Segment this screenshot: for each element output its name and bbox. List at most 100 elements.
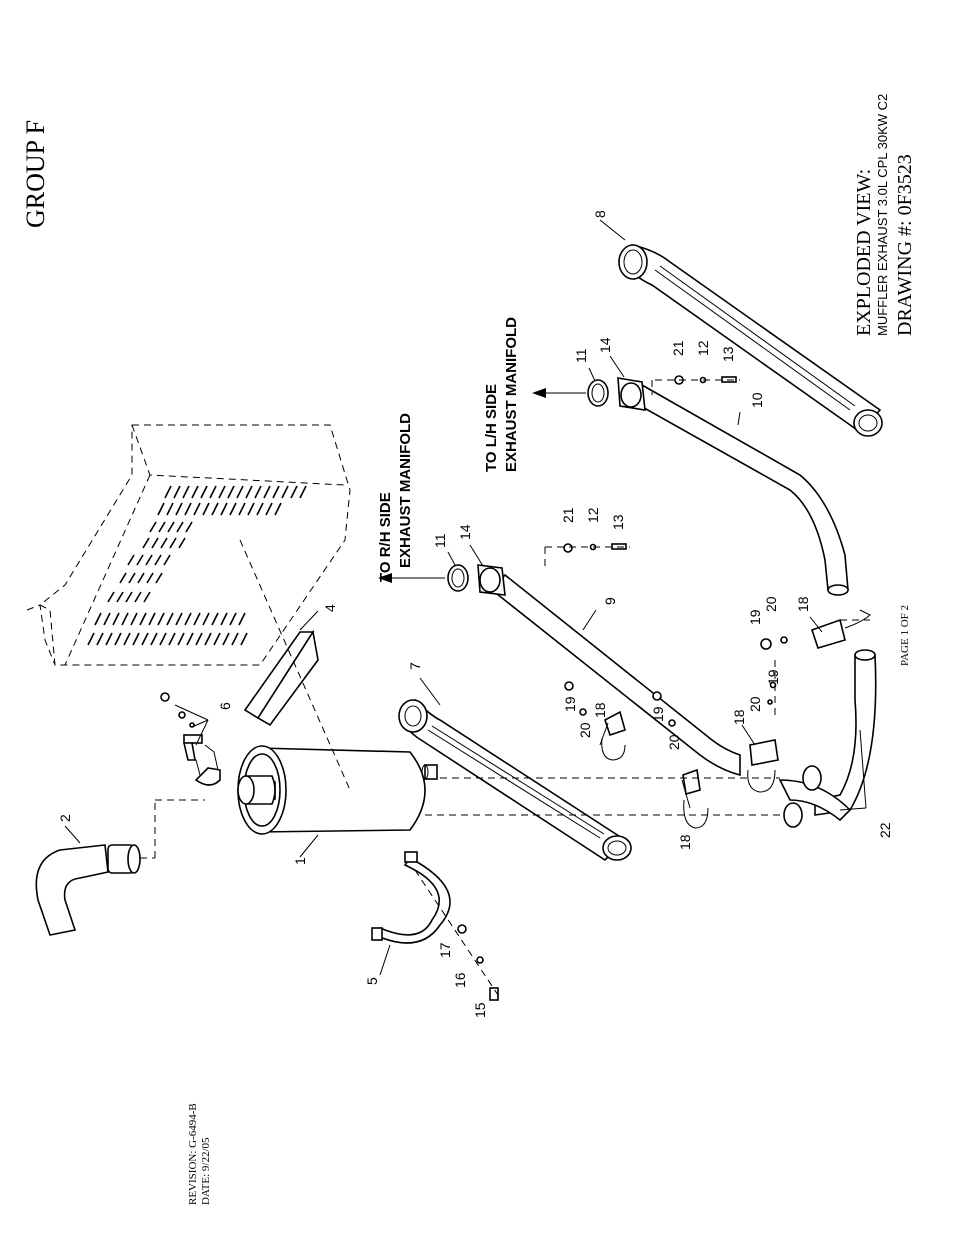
- louver-slot: [211, 612, 219, 626]
- louver-slot: [177, 632, 185, 646]
- louver-slot: [154, 554, 162, 566]
- louver-slot: [281, 485, 289, 499]
- louver-slot: [164, 485, 172, 499]
- louver-slot: [132, 632, 140, 646]
- part-number: 11: [573, 348, 589, 363]
- louver-slot: [173, 485, 181, 499]
- title-block: EXPLODED VIEW: MUFFLER EXHAUST 3.0L CPL …: [853, 94, 916, 336]
- gasket-rh: [447, 564, 469, 592]
- exhaust-pipe-8: [618, 244, 883, 437]
- louver-slot: [103, 612, 111, 626]
- louver-slot: [202, 502, 210, 516]
- part-number: 9: [602, 597, 618, 605]
- louver-slot: [166, 612, 174, 626]
- louver-slot: [128, 572, 136, 584]
- louver-slot: [220, 612, 228, 626]
- manifold-callouts: TO R/H SIDE EXHAUST MANIFOLD TO L/H SIDE…: [377, 317, 520, 582]
- part-number: 20: [666, 734, 682, 750]
- louver-slot: [137, 572, 145, 584]
- part-number: 1: [292, 857, 308, 865]
- louver-slot: [168, 632, 176, 646]
- louver-slot: [290, 485, 298, 499]
- louver-slot: [157, 502, 165, 516]
- louver-slot: [247, 502, 255, 516]
- louver-slot: [157, 612, 165, 626]
- louver-slot: [127, 554, 135, 566]
- clamp-18-top: [810, 609, 871, 649]
- revision: REVISION: G-6494-B: [187, 1103, 199, 1205]
- louver-slot: [265, 502, 273, 516]
- part-number: 20: [763, 596, 779, 612]
- group-title: GROUP F: [21, 120, 50, 228]
- part-number: 21: [670, 340, 686, 356]
- louver-slot: [87, 632, 95, 646]
- louver-slot: [167, 521, 175, 533]
- louver-slot: [229, 612, 237, 626]
- part-number: 18: [592, 702, 608, 718]
- part-number: 18: [731, 709, 747, 725]
- title-block-subtitle: MUFFLER EXHAUST 3.0L CPL 30KW C2: [875, 94, 890, 336]
- louver-slot: [229, 502, 237, 516]
- part-number: 16: [452, 972, 468, 988]
- louver-slot: [182, 485, 190, 499]
- louver-slot: [231, 632, 239, 646]
- part-number: 20: [577, 722, 593, 738]
- louver-slot: [175, 612, 183, 626]
- clamp-18-right: [747, 739, 779, 793]
- louver-slot: [227, 485, 235, 499]
- part-number: 19: [562, 696, 578, 712]
- drawing-number: DRAWING #: 0F3523: [894, 154, 916, 336]
- lh-callout-line1: TO L/H SIDE: [483, 384, 500, 472]
- louver-slot: [125, 591, 133, 603]
- exhaust-pipe-10: [617, 377, 849, 596]
- louver-slot: [193, 612, 201, 626]
- louver-slot: [158, 521, 166, 533]
- clamp-18-mid: [601, 710, 626, 761]
- louver-slot: [178, 537, 186, 549]
- tail-pipe: [35, 844, 141, 936]
- part-number: 4: [322, 604, 338, 612]
- louver-slot: [163, 554, 171, 566]
- exhaust-pipe-9: [477, 564, 741, 777]
- part-number: 18: [795, 596, 811, 612]
- louver-slot: [169, 537, 177, 549]
- louver-slot: [202, 612, 210, 626]
- rh-manifold-arrow: [378, 573, 445, 583]
- louver-slot: [151, 537, 159, 549]
- louver-slot: [141, 632, 149, 646]
- lh-callout-line2: EXHAUST MANIFOLD: [503, 317, 520, 472]
- louver-slot: [222, 632, 230, 646]
- part-number: 19: [765, 669, 781, 685]
- louver-slot: [166, 502, 174, 516]
- heat-shield: [26, 424, 351, 666]
- part-number: 20: [747, 696, 763, 712]
- part-number: 10: [749, 392, 765, 408]
- louver-slot: [263, 485, 271, 499]
- louver-slot: [155, 572, 163, 584]
- louver-slot: [96, 632, 104, 646]
- louver-slot: [209, 485, 217, 499]
- louver-slot: [254, 485, 262, 499]
- louver-slot: [218, 485, 226, 499]
- louver-slot: [184, 502, 192, 516]
- louver-slot: [220, 502, 228, 516]
- revision-date: DATE: 9/22/05: [200, 1137, 212, 1205]
- part-number: 12: [695, 340, 711, 356]
- louver-slot: [175, 502, 183, 516]
- rh-callout-line1: TO R/H SIDE: [377, 492, 394, 582]
- part-number: 19: [747, 609, 763, 625]
- louver-slot: [112, 612, 120, 626]
- part-number: 2: [57, 814, 73, 822]
- louver-slot: [94, 612, 102, 626]
- louver-slot: [116, 591, 124, 603]
- leader-lines: [64, 219, 867, 976]
- louver-slot: [134, 591, 142, 603]
- part-number: 13: [720, 346, 736, 362]
- louver-slot: [105, 632, 113, 646]
- louver-slot: [121, 612, 129, 626]
- louver-slot: [245, 485, 253, 499]
- clamp-18-lower: [682, 768, 709, 829]
- louver-slot: [240, 632, 248, 646]
- louver-slot: [185, 521, 193, 533]
